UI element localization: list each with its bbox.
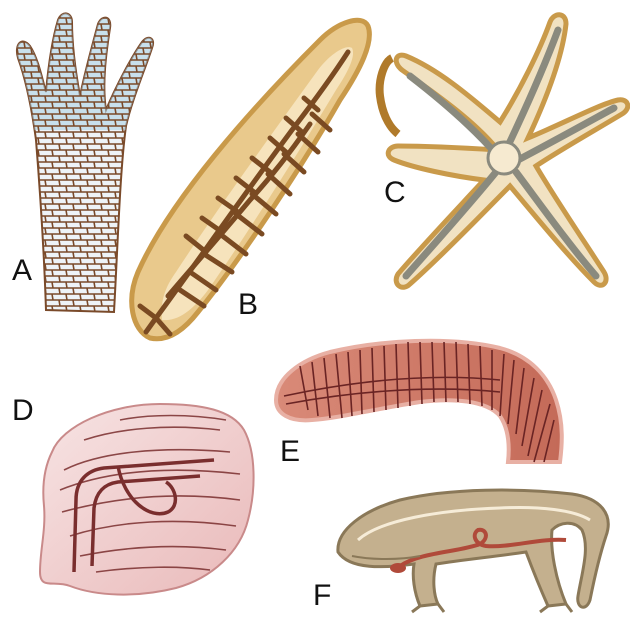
panel-label-f: F [313, 581, 331, 611]
panel-label-b: B [238, 290, 258, 320]
panel-label-c: C [384, 178, 406, 208]
panel-label-a: A [12, 256, 32, 286]
pink-organism-illustration [40, 404, 254, 595]
panel-label-d: D [12, 396, 34, 426]
starfish-illustration [380, 15, 628, 288]
segmented-worm-illustration [276, 341, 562, 462]
vertebrate-illustration [338, 490, 608, 612]
panel-label-e: E [280, 437, 300, 467]
